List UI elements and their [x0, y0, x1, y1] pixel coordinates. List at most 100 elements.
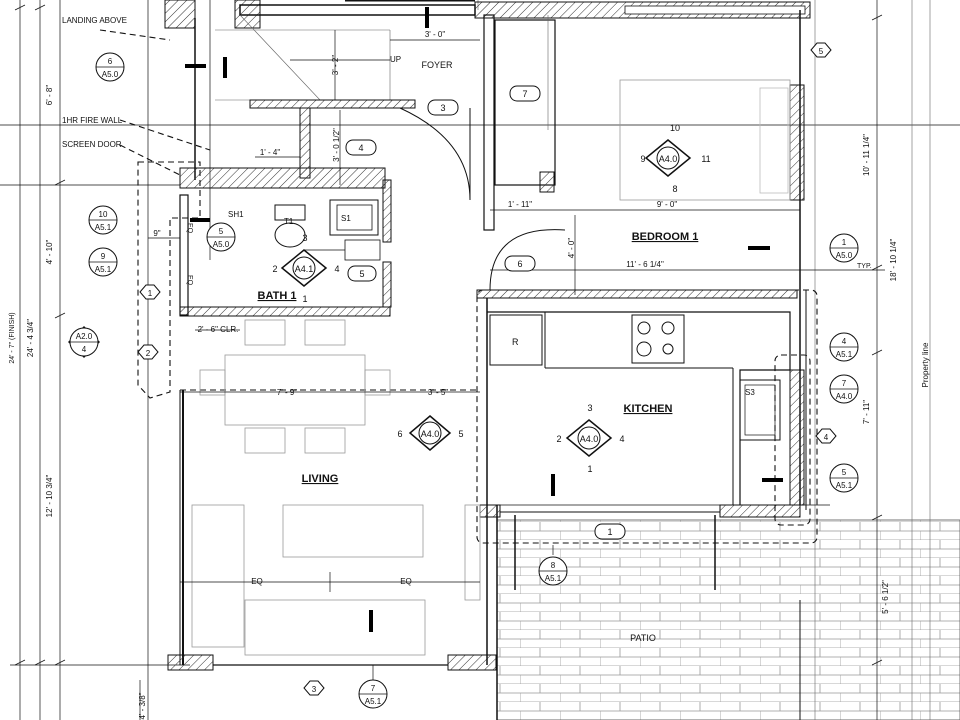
svg-text:3' - 2": 3' - 2" [331, 55, 340, 76]
svg-text:24' - 7" (FINISH): 24' - 7" (FINISH) [9, 312, 16, 363]
svg-text:9": 9" [153, 229, 160, 238]
fixture-t1: T1 [284, 217, 294, 226]
svg-text:1: 1 [587, 464, 592, 474]
svg-text:5: 5 [842, 468, 847, 477]
svg-text:EQ: EQ [186, 223, 193, 234]
svg-text:8: 8 [551, 561, 556, 570]
svg-text:4: 4 [82, 345, 87, 354]
svg-text:EQ: EQ [400, 577, 412, 586]
note-screen-door: SCREEN DOOR [62, 140, 122, 149]
svg-text:9: 9 [101, 252, 106, 261]
svg-text:4: 4 [619, 434, 624, 444]
svg-text:A5.1: A5.1 [95, 223, 112, 232]
svg-text:2: 2 [146, 349, 151, 358]
left-dimensions [10, 0, 190, 720]
svg-text:3' - 5": 3' - 5" [428, 388, 449, 397]
svg-text:4' - 10": 4' - 10" [45, 239, 54, 264]
note-landing-above: LANDING ABOVE [62, 16, 127, 25]
callout-7-a40: 7 A4.0 [829, 374, 859, 404]
svg-text:12' - 10 3/4": 12' - 10 3/4" [45, 475, 54, 518]
stairs [99, 14, 416, 189]
svg-text:4: 4 [824, 433, 829, 442]
svg-text:EQ: EQ [251, 577, 263, 586]
svg-text:10' - 11 1/4": 10' - 11 1/4" [862, 134, 871, 176]
fixture-s1: S1 [341, 214, 351, 223]
svg-text:3' - 0": 3' - 0" [425, 30, 446, 39]
svg-text:1: 1 [607, 527, 612, 537]
svg-text:10: 10 [99, 210, 108, 219]
svg-text:6' - 8": 6' - 8" [45, 85, 54, 106]
screen-door-zone [137, 161, 201, 399]
svg-text:5: 5 [359, 269, 364, 279]
svg-text:3' - 0 1/2": 3' - 0 1/2" [332, 128, 341, 162]
door-tag-6: 6 [504, 255, 536, 272]
callout-5-a50: 5 A5.0 [206, 222, 236, 252]
svg-text:6: 6 [517, 259, 522, 269]
svg-text:5: 5 [819, 47, 824, 56]
door-tag-1: 1 [594, 523, 626, 540]
callout-4-a51: 4 A5.1 [829, 332, 859, 362]
window-tag-3: 3 [303, 680, 325, 696]
svg-text:2' - 6" CLR.: 2' - 6" CLR. [198, 325, 239, 334]
note-property-line: Property line [921, 342, 930, 387]
leaders [119, 119, 554, 680]
svg-text:A4.1: A4.1 [295, 264, 314, 274]
door-tag-4: 4 [345, 139, 377, 156]
svg-text:7: 7 [522, 89, 527, 99]
svg-text:5: 5 [458, 429, 463, 439]
svg-text:A4.0: A4.0 [421, 429, 440, 439]
callout-1-a50: 1 A5.0 [829, 233, 859, 263]
patio-posts [514, 515, 801, 720]
svg-text:A5.1: A5.1 [836, 481, 853, 490]
elevation-marker-bath: A4.1 3 2 4 1 [272, 233, 339, 304]
svg-text:A5.1: A5.1 [365, 697, 382, 706]
callout-5-a51: 5 A5.1 [829, 463, 859, 493]
svg-text:A5.1: A5.1 [95, 265, 112, 274]
callout-6-a50: 6 A5.0 [95, 52, 125, 82]
door-tag-7: 7 [509, 85, 541, 102]
svg-text:A5.0: A5.0 [213, 240, 230, 249]
top-walls [164, 0, 811, 29]
svg-text:4' - 3/8": 4' - 3/8" [138, 692, 147, 719]
room-label-living: LIVING [302, 473, 339, 485]
kitchen-fixtures [487, 311, 791, 505]
svg-text:9' - 0": 9' - 0" [657, 200, 678, 209]
svg-text:A5.0: A5.0 [102, 70, 119, 79]
svg-text:A5.1: A5.1 [545, 574, 562, 583]
window-tag-5: 5 [810, 42, 832, 58]
svg-text:1: 1 [148, 289, 153, 298]
svg-text:EQ: EQ [186, 275, 193, 286]
elevation-marker-living: A4.0 6 5 [397, 415, 464, 451]
note-fire-wall: 1HR FIRE WALL [62, 116, 123, 125]
svg-text:4: 4 [334, 264, 339, 274]
svg-text:3: 3 [312, 685, 317, 694]
callout-9-a51: 9 A5.1 [88, 247, 118, 277]
svg-text:6: 6 [397, 429, 402, 439]
room-label-bedroom: BEDROOM 1 [632, 231, 699, 243]
svg-text:18' - 10 1/4": 18' - 10 1/4" [889, 239, 898, 282]
svg-text:9: 9 [640, 154, 645, 164]
svg-text:A5.1: A5.1 [836, 350, 853, 359]
bed [619, 79, 791, 201]
svg-text:1: 1 [842, 238, 847, 247]
window-tag-4: 4 [815, 428, 837, 444]
svg-text:7: 7 [842, 379, 847, 388]
svg-text:A4.0: A4.0 [580, 434, 599, 444]
room-label-foyer: FOYER [421, 60, 453, 70]
svg-text:4: 4 [358, 143, 363, 153]
patio-paving [496, 519, 960, 720]
svg-text:A2.0: A2.0 [76, 332, 93, 341]
fixture-s3: S3 [745, 388, 755, 397]
svg-text:5: 5 [219, 227, 224, 236]
svg-text:5' - 6 1/2": 5' - 6 1/2" [881, 580, 890, 614]
bath-walls [179, 179, 392, 317]
svg-text:11: 11 [701, 154, 710, 164]
svg-text:24' - 4 3/4": 24' - 4 3/4" [26, 319, 35, 357]
svg-text:7: 7 [371, 684, 376, 693]
door-tag-3: 3 [427, 99, 459, 116]
svg-text:A5.0: A5.0 [836, 251, 853, 260]
break-marks [185, 7, 783, 632]
svg-text:3: 3 [587, 403, 592, 413]
svg-text:3: 3 [440, 103, 445, 113]
window-tag-1: 1 [139, 284, 161, 300]
